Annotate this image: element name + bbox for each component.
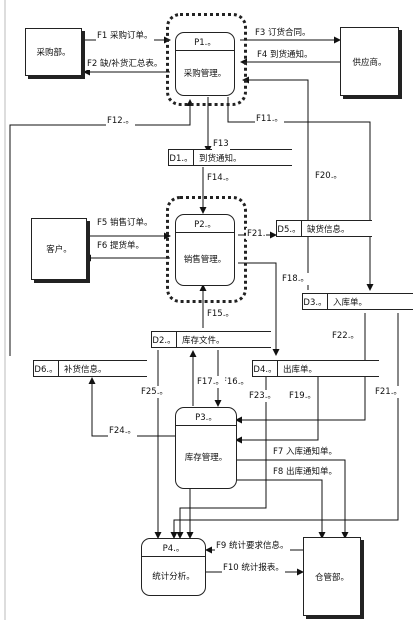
flow-f12 (9, 99, 194, 356)
flow-label-f12: F12.。 (106, 115, 135, 127)
flow-f19 (235, 377, 319, 444)
data-store-d2: D2.。 库存文件。 (151, 331, 271, 348)
entity-procurement-dept: 采购部。 (25, 28, 82, 76)
flow-label-f21b: F21.。 (374, 386, 403, 398)
data-store-d5: D5.。 缺货信息。 (276, 220, 372, 237)
process-halo-p1 (166, 13, 247, 106)
data-store-d1: D1.。 到货通知。 (168, 149, 292, 166)
store-name: 缺货信息。 (307, 224, 350, 235)
flow-label-f7: F7 入库通知单。 (272, 446, 338, 458)
entity-warehouse-dept: 仓管部。 (303, 537, 361, 616)
flow-label-f23: F23.。 (248, 390, 277, 402)
flow-label-f21a: F21. (246, 228, 267, 240)
process-halo-p2 (166, 196, 247, 303)
flow-label-f1: F1 采购订单。 (96, 30, 154, 42)
store-name: 补货信息。 (64, 364, 107, 375)
process-name: 库存管理。 (184, 453, 228, 463)
flow-label-f22: F22.。 (331, 330, 360, 342)
flow-label-f25: F25.。 (140, 386, 169, 398)
flow-f8 (236, 479, 326, 539)
flow-label-f16: F16.。 (221, 376, 250, 388)
flow-label-f2: F2 缺/补货汇总表。 (86, 58, 164, 70)
flow-label-f13: F13 (212, 138, 230, 150)
flow-f24 (88, 377, 175, 437)
flow-f11 (227, 97, 374, 291)
process-name: 采购管理。 (183, 69, 227, 79)
flow-f22 (235, 313, 366, 424)
store-id: D3.。 (303, 294, 328, 309)
entity-customer: 客户。 (31, 218, 87, 280)
data-store-d6: D6.。 补货信息。 (33, 360, 147, 377)
process-id: P1.。 (176, 33, 234, 51)
flow-f23 (176, 377, 267, 539)
store-id: D6.。 (34, 361, 59, 376)
flow-label-f19: F19.。 (288, 390, 317, 402)
flow-f18 (238, 262, 280, 356)
flow-label-f20: F20.。 (314, 170, 343, 182)
flow-label-f5: F5 销售订单。 (96, 217, 154, 229)
flow-label-f4: F4 到货通知。 (256, 49, 314, 61)
store-id: D4.。 (253, 361, 278, 376)
data-store-d3: D3.。 入库单。 (302, 293, 413, 310)
flow-label-f14: F14.。 (206, 172, 235, 184)
store-name: 到货通知。 (199, 153, 242, 164)
process-p2: P2.。 销售管理。 (175, 214, 235, 286)
flow-f7 (236, 459, 349, 539)
process-id: P3.。 (176, 408, 236, 426)
entity-label: 采购部。 (36, 48, 71, 58)
flow-label-f8: F8 出库通知单。 (272, 466, 338, 478)
process-name: 统计分析。 (152, 572, 195, 582)
entity-supplier: 供应商。 (340, 27, 399, 96)
process-p3: P3.。 库存管理。 (175, 407, 237, 489)
entity-label: 仓管部。 (314, 572, 349, 583)
process-name: 销售管理。 (183, 255, 227, 265)
store-id: D5.。 (277, 221, 302, 236)
entity-label: 供应商。 (352, 57, 387, 68)
flow-f20 (242, 76, 309, 290)
store-name: 库存文件。 (182, 335, 225, 346)
process-id: P4.。 (142, 539, 205, 557)
flow-label-f15: F15.。 (206, 308, 235, 320)
entity-label: 客户。 (46, 245, 72, 255)
flow-label-f18: F18.。 (281, 273, 310, 285)
flow-label-f11: F11.。 (255, 113, 284, 125)
store-name: 入库单。 (333, 297, 368, 308)
flow-label-f24: F24.。 (108, 425, 137, 437)
store-id: D2.。 (152, 332, 177, 347)
data-store-d4: D4.。 出库单。 (252, 360, 379, 377)
store-name: 出库单。 (283, 364, 318, 375)
flow-label-f10: F10 统计报表。 (222, 562, 285, 574)
process-p4: P4.。 统计分析。 (141, 538, 206, 596)
store-id: D1.。 (169, 150, 194, 165)
flow-label-f6: F6 提货单。 (96, 240, 145, 252)
process-id: P2.。 (176, 215, 234, 233)
process-p1: P1.。 采购管理。 (175, 32, 235, 96)
flow-label-f3: F3 订货合同。 (254, 27, 312, 39)
flow-f21b (170, 313, 399, 539)
flow-label-f17: F17.。 (196, 376, 225, 388)
flow-label-f9: F9 统计要求信息。 (215, 540, 290, 552)
